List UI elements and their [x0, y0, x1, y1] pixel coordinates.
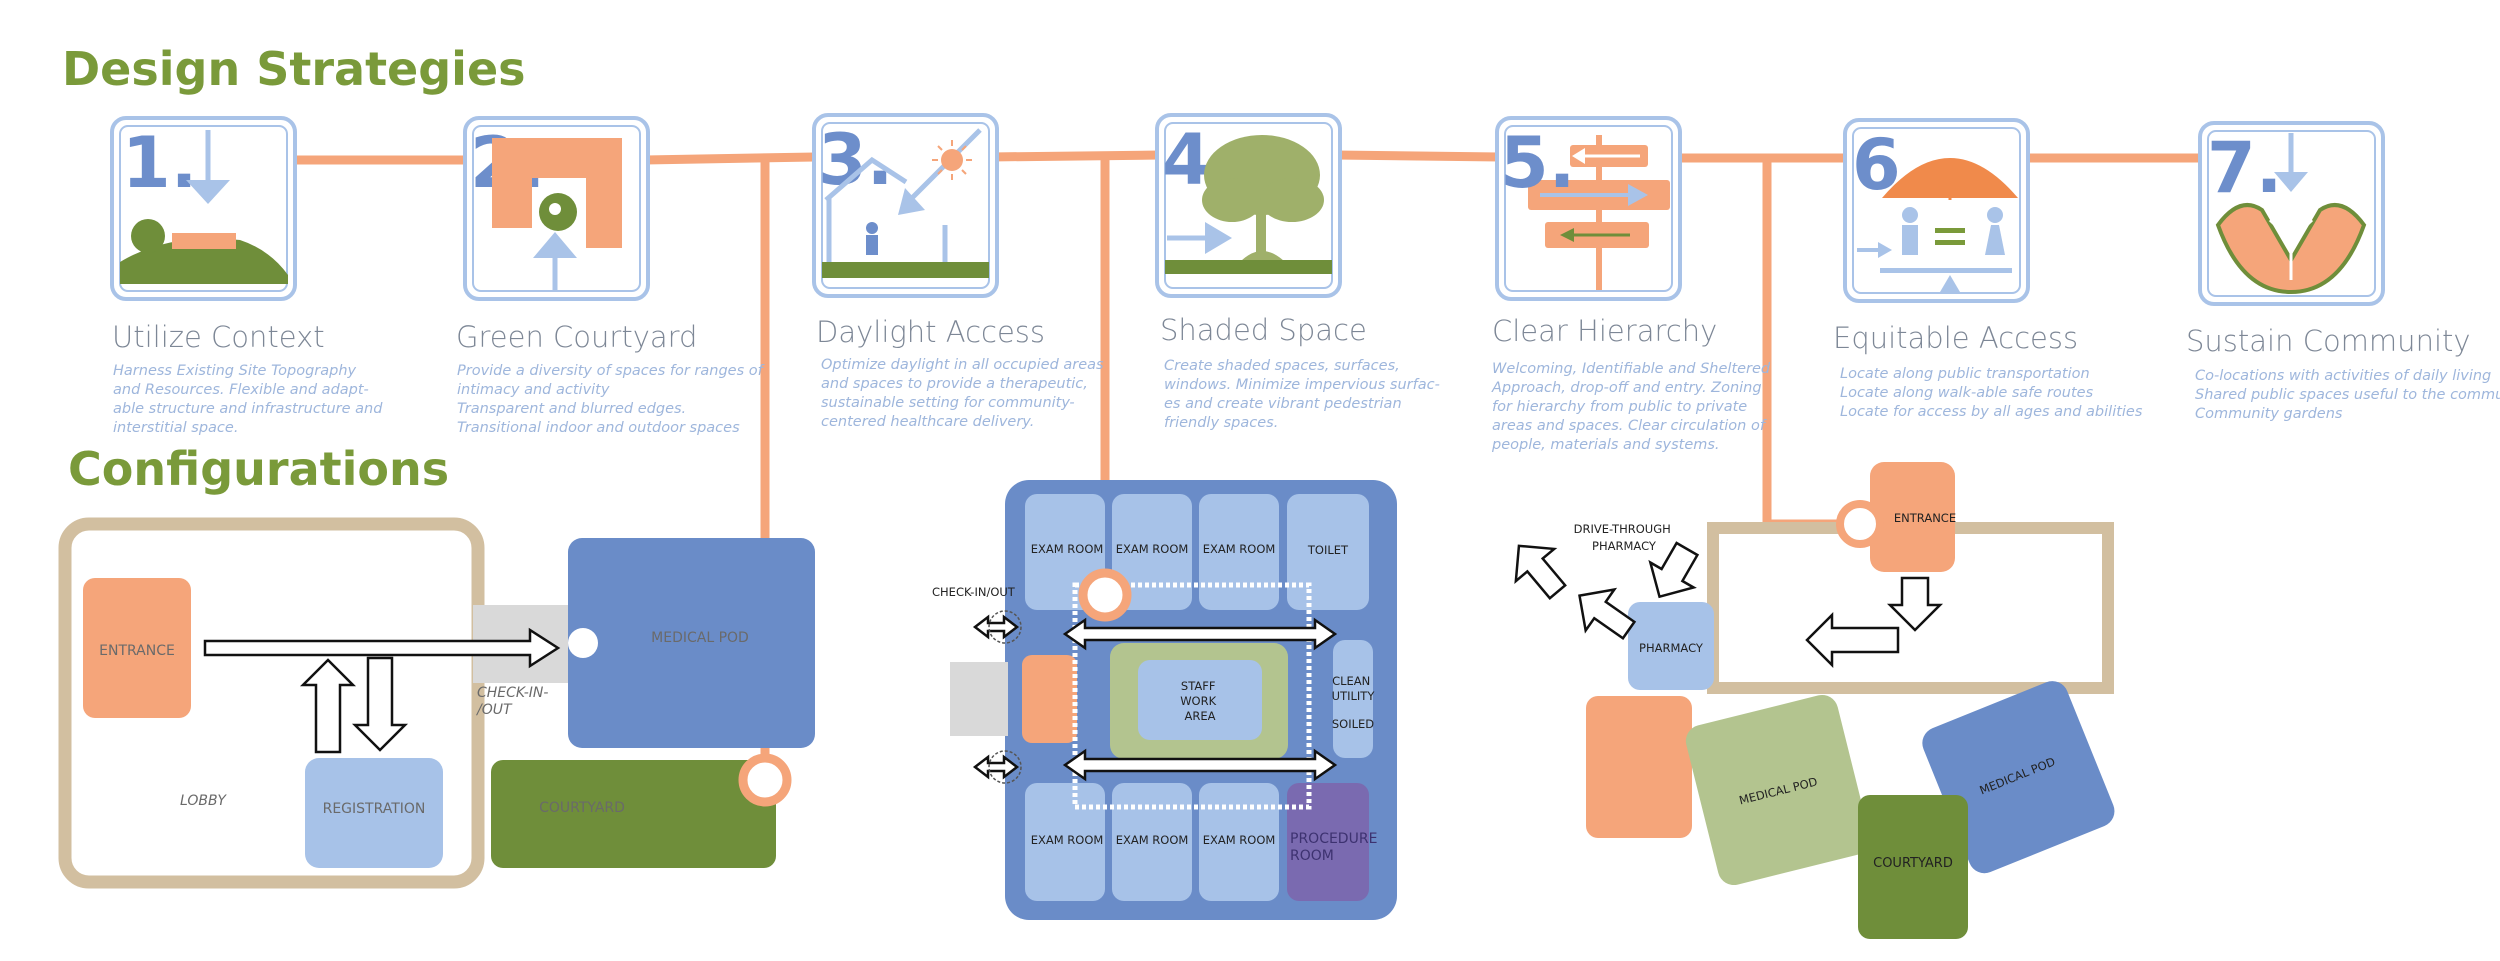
strategy-desc-1: Harness Existing Site Topography and Res… — [113, 363, 387, 436]
exam-room-label: EXAM ROOM — [1203, 542, 1276, 556]
connection-dot — [568, 628, 598, 658]
exit-arrow-2 — [1578, 587, 1637, 641]
strategy-title-4: Shaded Space — [1160, 313, 1367, 347]
check-in-out-area — [950, 662, 1008, 736]
entrance-block — [1870, 462, 1955, 572]
staff-work-area-label: STAFF WORK AREA — [1180, 679, 1220, 723]
staff-work-area — [1138, 660, 1262, 740]
strategy-number: 5. — [1500, 122, 1575, 204]
exam-room-label: EXAM ROOM — [1031, 542, 1104, 556]
medical-pod-label: MEDICAL POD — [651, 630, 749, 646]
soiled-label: SOILED — [1332, 717, 1374, 731]
exam-room-6 — [1199, 783, 1279, 901]
up-arrow — [299, 658, 357, 754]
strategy-desc-3: Optimize daylight in all occupied areas … — [821, 357, 1108, 430]
clean-utility-label: CLEAN UTILITY — [1332, 674, 1376, 703]
entrance-secondary-block — [1586, 696, 1692, 838]
courtyard-label: COURTYARD — [1873, 856, 1953, 871]
pod-node — [1078, 568, 1132, 622]
lobby-label: LOBBY — [180, 793, 227, 809]
entrance-label: ENTRANCE — [99, 643, 175, 659]
exam-room-label: EXAM ROOM — [1031, 833, 1104, 847]
strategy-desc-5: Welcoming, Identifiable and Sheltered Ap… — [1491, 361, 1775, 453]
check-in-arrow-top — [972, 614, 1020, 640]
check-in-out-label: CHECK-IN/OUT — [932, 585, 1016, 599]
entrance-label: ENTRANCE — [1894, 511, 1956, 525]
configuration-1: ENTRANCE LOBBY REGISTRATION CHECK-IN- /O… — [58, 517, 815, 889]
strategy-desc-4: Create shaded spaces, surfaces, windows.… — [1164, 358, 1444, 431]
configuration-2: EXAM ROOM EXAM ROOM EXAM ROOM TOILET EXA… — [932, 480, 1397, 920]
courtyard-icon — [492, 138, 622, 292]
strategy-number: 1. — [122, 122, 197, 204]
courtyard-node — [738, 753, 792, 807]
circulation-loop — [1072, 582, 1312, 810]
signpost-icon — [1528, 135, 1670, 290]
registration-label: REGISTRATION — [323, 801, 426, 817]
strategy-title-1: Utilize Context — [112, 320, 325, 354]
strategy-desc-6: Locate along public transportation Locat… — [1840, 366, 2143, 420]
exam-room-label: EXAM ROOM — [1116, 542, 1189, 556]
umbrella-people-icon — [1857, 158, 2018, 292]
exam-room-label: EXAM ROOM — [1203, 833, 1276, 847]
strategy-title-6: Equitable Access — [1833, 321, 2078, 355]
configurations-heading: Configurations — [68, 442, 449, 496]
hands-tree-icon — [2215, 133, 2367, 295]
design-strategies-heading: Design Strategies — [62, 42, 526, 96]
courtyard-block — [491, 760, 776, 868]
entrance-node — [1836, 500, 1884, 548]
procedure-room-label: PROCEDURE ROOM — [1290, 831, 1382, 864]
toilet-label: TOILET — [1307, 543, 1349, 557]
tree-icon — [1165, 135, 1332, 274]
check-in-desk — [1022, 655, 1077, 743]
strategy-tile-2: 2. — [463, 116, 650, 301]
pharmacy-block — [1628, 602, 1714, 690]
strategy-title-5: Clear Hierarchy — [1492, 314, 1717, 348]
courtyard-block — [1858, 795, 1968, 939]
registration-block — [305, 758, 443, 868]
toilet-room — [1287, 494, 1369, 610]
check-in-out-label: CHECK-IN- /OUT — [475, 685, 553, 718]
drive-through-arrow — [1648, 541, 1700, 599]
exam-room-label: EXAM ROOM — [1116, 833, 1189, 847]
exam-room-4 — [1025, 783, 1105, 901]
pharmacy-label: PHARMACY — [1639, 641, 1704, 655]
strategy-title-3: Daylight Access — [816, 315, 1045, 349]
procedure-room — [1287, 783, 1369, 901]
bottom-circulation-arrow — [1062, 748, 1338, 782]
strategy-tile-3: 3. — [812, 113, 999, 298]
medical-pod-block — [568, 538, 815, 748]
strategy-tile-6: 6. — [1843, 118, 2030, 303]
strategy-tile-7: 7. — [2198, 121, 2385, 306]
strategy-desc-7: Co-locations with activities of daily li… — [2195, 368, 2500, 422]
entrance-down-arrow — [1886, 576, 1944, 632]
entrance-to-pod-arrow — [203, 627, 561, 669]
check-in-arrow-bottom — [972, 754, 1020, 780]
configuration-3: ENTRANCE PHARMACY DRIVE-THROUGH PHARMACY… — [1514, 462, 2115, 939]
medical-pod-2 — [1922, 681, 2115, 874]
strategy-desc-2: Provide a diversity of spaces for ranges… — [457, 363, 767, 436]
sun-house-icon — [822, 128, 989, 278]
exam-room-2 — [1112, 494, 1192, 610]
strategy-tile-1: 1. — [110, 116, 297, 301]
strategy-title-7: Sustain Community — [2186, 324, 2471, 358]
strategy-title-2: Green Courtyard — [456, 320, 697, 354]
strategy-tile-5: 5. — [1495, 116, 1682, 301]
exam-room-3 — [1199, 494, 1279, 610]
exam-room-5 — [1112, 783, 1192, 901]
hill-icon — [120, 130, 288, 284]
strategy-number: 7. — [2207, 127, 2282, 209]
exit-arrow-1 — [1514, 544, 1567, 601]
left-arrow — [1805, 611, 1900, 669]
courtyard-label: COURTYARD — [539, 800, 625, 816]
drive-through-label: DRIVE-THROUGH PHARMACY — [1574, 522, 1675, 553]
top-circulation-arrow — [1062, 617, 1338, 651]
entrance-block — [83, 578, 191, 718]
down-arrow — [351, 656, 409, 752]
strategy-tile-4: 4. — [1155, 113, 1342, 298]
strategy-number: 3. — [818, 119, 893, 201]
utility-rooms — [1333, 640, 1373, 758]
medical-pod-1 — [1685, 694, 1871, 886]
